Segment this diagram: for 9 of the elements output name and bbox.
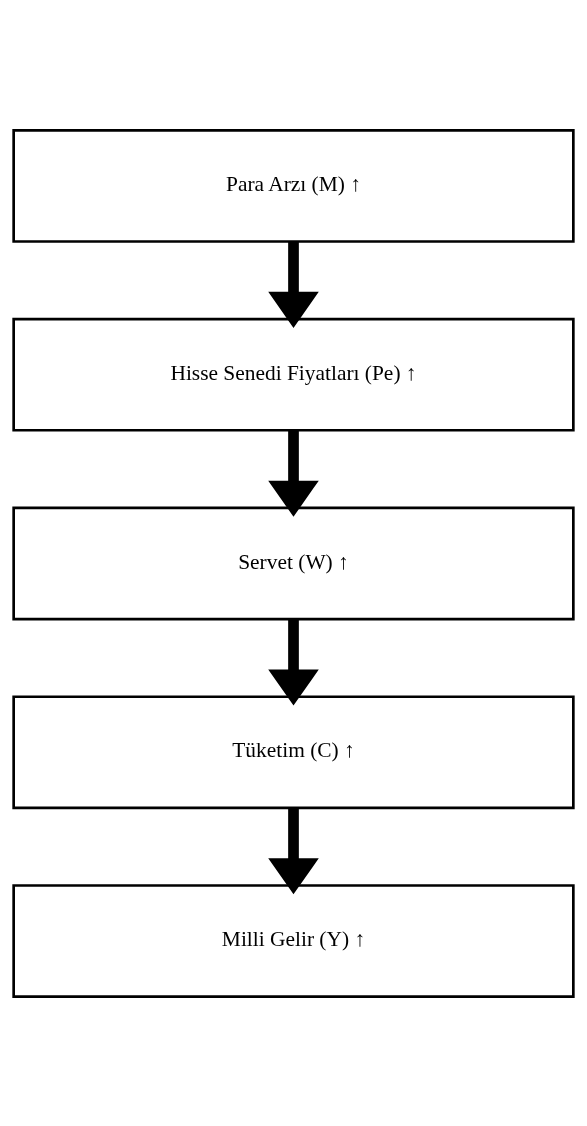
node-box: Milli Gelir (Y) ↑ [12, 883, 575, 998]
node-box: Hisse Senedi Fiyatları (Pe) ↑ [12, 317, 575, 432]
arrow [268, 429, 319, 517]
node-box: Servet (W) ↑ [12, 506, 575, 620]
arrow [268, 618, 319, 706]
arrow [268, 807, 319, 894]
arrow [268, 241, 319, 328]
node-box: Para Arzı (M) ↑ [12, 128, 575, 243]
node-box: Tüketim (C) ↑ [12, 694, 575, 809]
